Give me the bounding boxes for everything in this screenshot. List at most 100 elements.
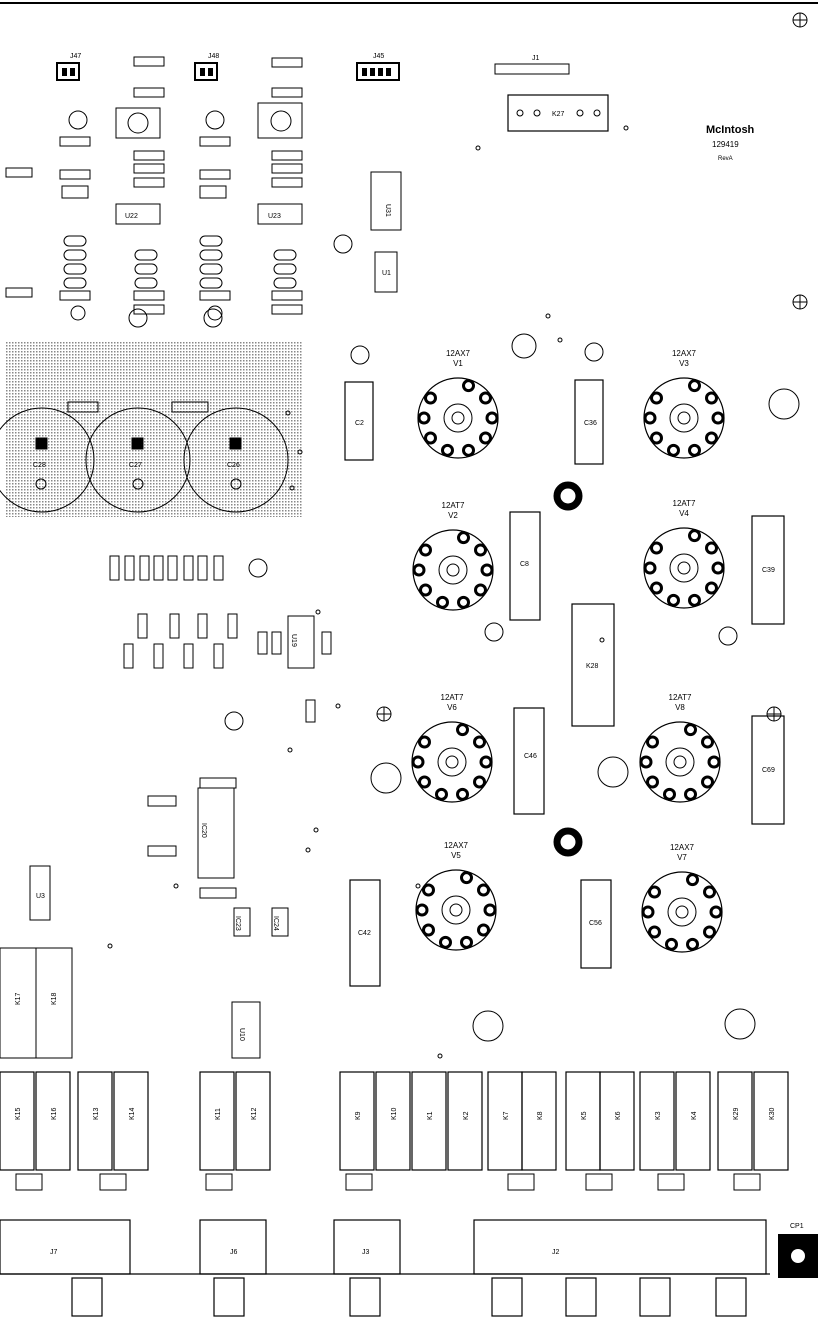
via-icon <box>475 145 481 151</box>
connector-j47: J47 <box>56 53 81 81</box>
relay-k13: K13 <box>77 1071 113 1171</box>
ic-u31: U31 <box>370 171 402 231</box>
relay-label: K4 <box>691 1111 698 1120</box>
via-icon <box>599 637 605 643</box>
via-icon <box>437 1053 443 1059</box>
relay-label: K2 <box>463 1111 470 1120</box>
cap-c39-label: C39 <box>762 567 775 574</box>
filter-capacitors <box>0 401 289 513</box>
via-icon <box>285 410 291 416</box>
tube-ref-label: V7 <box>677 853 687 862</box>
tube-sockets: 12AX7V112AT7V212AX7V312AT7V412AX7V512AT7… <box>411 349 725 953</box>
relay-label: K14 <box>129 1107 136 1120</box>
relay-k29: K29 <box>717 1071 753 1171</box>
relay-label: K12 <box>251 1107 258 1120</box>
relay-k14: K14 <box>113 1071 149 1171</box>
revision: RevA <box>718 156 733 162</box>
connector-j45: J45 <box>356 53 400 81</box>
relay-label: K15 <box>15 1107 22 1120</box>
relay-label: K6 <box>615 1111 622 1120</box>
svg-text:J1: J1 <box>532 55 540 62</box>
relay-k12: K12 <box>235 1071 271 1171</box>
output-jacks <box>0 1219 770 1317</box>
via-icon <box>623 125 629 131</box>
ic-ic24-label: IC24 <box>272 916 279 931</box>
svg-text:J48: J48 <box>208 53 219 60</box>
electrolytic-caps <box>128 234 800 1042</box>
tube-ref-label: V3 <box>679 359 689 368</box>
relay-label: K18 <box>51 992 58 1005</box>
cap-c8-label: C8 <box>520 561 529 568</box>
top-left-diodes <box>63 235 297 289</box>
via-icon <box>287 747 293 753</box>
jack-j2-label: J2 <box>552 1249 560 1256</box>
tube-type-label: 12AX7 <box>670 843 695 852</box>
mounting-hole-icon <box>376 12 808 722</box>
cap-c69-label: C69 <box>762 767 775 774</box>
relay-label: K8 <box>537 1111 544 1120</box>
relay-k10: K10 <box>375 1071 411 1171</box>
via-icon <box>107 943 113 949</box>
relay-k4: K4 <box>675 1071 711 1171</box>
cap-c28-label: C28 <box>33 462 46 469</box>
jack-j3-label: J3 <box>362 1249 370 1256</box>
via-icon <box>315 609 321 615</box>
relay-k15: K15 <box>0 1071 35 1171</box>
part-number: 129419 <box>712 140 739 149</box>
relay-label: K17 <box>15 992 22 1005</box>
mid-left-components <box>0 555 332 1059</box>
ic-u19-label: U19 <box>290 634 297 647</box>
bottom-resistor-groups <box>15 1173 761 1191</box>
cap-c42-label: C42 <box>358 930 371 937</box>
relay-label: K16 <box>51 1107 58 1120</box>
relay-row: K15 K16 K13 K14 K11 K12 K9 K10 K1 K2 K7 K8 K5 K6 K3 K4 K… <box>0 992 789 1171</box>
relay-label: K29 <box>733 1107 740 1120</box>
relay-k11: K11 <box>199 1071 235 1171</box>
svg-text:J47: J47 <box>70 53 81 60</box>
tube-type-label: 12AT7 <box>669 693 693 702</box>
ic-ic23-label: IC23 <box>234 916 241 931</box>
tube-type-label: 12AT7 <box>442 501 466 510</box>
via-icon <box>557 337 563 343</box>
ic-u23-label: U23 <box>268 213 281 220</box>
svg-text:K27: K27 <box>552 111 565 118</box>
ring-pad-icon <box>553 481 583 511</box>
shaded-ground-plane <box>6 341 302 517</box>
relay-label: K30 <box>769 1107 776 1120</box>
via-pads <box>107 125 629 1059</box>
relay-k1: K1 <box>411 1071 447 1171</box>
tube-type-label: 12AX7 <box>444 841 469 850</box>
relay-k2: K2 <box>447 1071 483 1171</box>
cap-c56-label: C56 <box>589 920 602 927</box>
connector-j48: J48 <box>194 53 219 81</box>
relay-label: K1 <box>427 1111 434 1120</box>
tube-ref-label: V2 <box>448 511 458 520</box>
relay-k5: K5 <box>565 1071 601 1171</box>
tube-type-label: 12AT7 <box>441 693 465 702</box>
tube-ref-label: V1 <box>453 359 463 368</box>
tall-capacitors <box>344 379 785 987</box>
connector-j1: J1 <box>494 55 570 75</box>
svg-text:U10: U10 <box>238 1028 245 1041</box>
ic-u22-label: U22 <box>125 213 138 220</box>
relay-k3: K3 <box>639 1071 675 1171</box>
tube-type-label: 12AX7 <box>446 349 471 358</box>
cap-c2-label: C2 <box>355 420 364 427</box>
relay-k28-label: K28 <box>586 663 599 670</box>
via-icon <box>313 827 319 833</box>
relay-label: K9 <box>355 1111 362 1120</box>
tube-ref-label: V4 <box>679 509 689 518</box>
brand-name: McIntosh <box>706 124 755 136</box>
relay-label: K5 <box>581 1111 588 1120</box>
jack-j7-label: J7 <box>50 1249 58 1256</box>
relay-label: K7 <box>503 1111 510 1120</box>
tube-ref-label: V8 <box>675 703 685 712</box>
relay-label: K10 <box>391 1107 398 1120</box>
relay-k7: K7 <box>487 1071 523 1171</box>
